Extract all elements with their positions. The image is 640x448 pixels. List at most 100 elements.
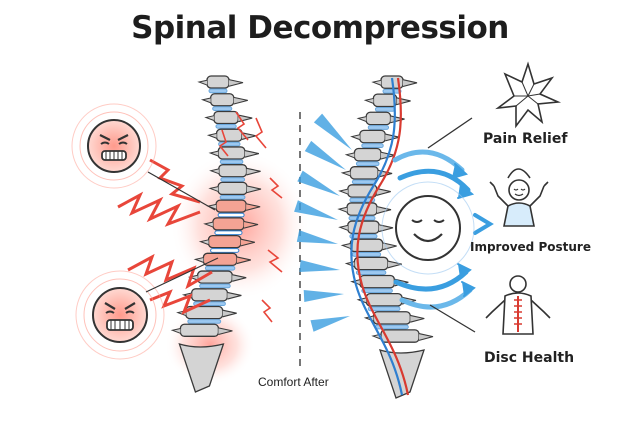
disc — [382, 88, 402, 94]
painful-spine — [165, 75, 310, 393]
vertebra — [206, 75, 230, 89]
connector-line — [427, 117, 476, 333]
vertebra-process — [376, 206, 392, 214]
label-comfort-after: Comfort After — [258, 375, 329, 389]
connector-line — [145, 171, 219, 293]
disc — [361, 143, 384, 149]
angry-face-icon — [75, 270, 165, 360]
vertebra-process — [209, 168, 220, 175]
vertebra-process — [236, 256, 251, 265]
vertebra — [365, 111, 392, 126]
vertebra-process — [363, 97, 374, 104]
vertebra-process — [193, 257, 204, 263]
vertebra — [359, 129, 386, 144]
disc — [212, 106, 233, 111]
disc — [355, 270, 387, 275]
vertebra-process — [344, 152, 355, 159]
vertebra-process — [203, 221, 214, 228]
disc — [220, 177, 246, 182]
vertebra-process — [246, 167, 261, 176]
posture-figure-icon — [489, 168, 549, 227]
lightning-bolt-icon — [117, 158, 213, 315]
vertebra-process — [356, 116, 367, 122]
vertebra-process — [371, 79, 382, 86]
relief-ray — [313, 113, 352, 150]
disc — [210, 248, 240, 253]
disc — [361, 288, 393, 294]
vertebra — [365, 292, 403, 307]
vertebra — [212, 217, 245, 231]
disc — [349, 197, 376, 203]
smiling-face-icon — [381, 181, 475, 275]
vertebra — [349, 166, 379, 180]
disc — [219, 194, 246, 200]
disc — [219, 159, 244, 165]
vertebra-process — [204, 115, 215, 121]
vertebra — [215, 128, 243, 142]
healthy-spine — [337, 75, 434, 399]
disc-body-icon — [485, 275, 551, 335]
vertebra — [179, 323, 220, 337]
label-pain-relief: Pain Relief — [483, 131, 568, 147]
disc — [349, 233, 378, 239]
disc — [367, 125, 390, 130]
vertebra-process — [390, 115, 405, 124]
vertebra-process — [396, 97, 411, 106]
vertebra-process — [233, 96, 248, 105]
vertebra-process — [350, 134, 360, 141]
vertebra-process — [198, 239, 209, 246]
vertebra-process — [228, 79, 244, 87]
vertebra — [207, 234, 242, 249]
disc — [351, 179, 377, 185]
relief-ray — [294, 200, 338, 220]
vertebra-process — [218, 327, 233, 336]
vertebra — [347, 220, 380, 235]
vertebra-process — [200, 97, 211, 104]
vertebra — [213, 110, 239, 125]
vertebra — [359, 274, 396, 289]
relief-ray — [297, 170, 340, 196]
vertebra — [209, 93, 235, 107]
vertebra-process — [170, 327, 181, 334]
vertebra-process — [402, 79, 418, 88]
vertebra — [349, 238, 384, 253]
vertebra-process — [340, 243, 351, 249]
page-title: Spinal Decompression — [131, 10, 509, 46]
vertebra-process — [246, 185, 262, 194]
vertebra-process — [376, 187, 391, 196]
vertebra-process — [232, 274, 247, 282]
vertebra-process — [208, 186, 219, 192]
spark-icon — [218, 111, 283, 323]
disc — [214, 230, 243, 236]
left-vertebrae — [170, 75, 262, 393]
vertebra-process — [245, 203, 261, 211]
disc — [215, 124, 237, 129]
vertebra-process — [244, 150, 259, 158]
vertebra-process — [222, 309, 237, 318]
spinal-cord-red — [356, 77, 410, 396]
disc — [374, 106, 396, 112]
vertebra-process — [340, 170, 351, 177]
vertebra-process — [337, 206, 348, 213]
vertebra-process — [227, 291, 242, 300]
vertebra-process — [418, 333, 434, 341]
disc — [208, 88, 228, 94]
relief-ray — [299, 260, 340, 272]
disc — [355, 161, 380, 167]
vertebra-process — [206, 132, 217, 139]
vertebra — [202, 252, 238, 267]
disc — [367, 306, 401, 312]
vertebra-process — [243, 220, 259, 229]
disc — [187, 319, 222, 324]
relief-rays — [294, 113, 352, 332]
vertebra — [217, 181, 248, 196]
pain-burst-icon — [495, 61, 562, 129]
vertebra-process — [410, 314, 425, 323]
angry-face-icon — [71, 103, 157, 189]
relief-ray — [310, 316, 350, 332]
label-improved-posture: Improved Posture — [470, 240, 591, 254]
vertebra-process — [378, 224, 394, 233]
vertebra-process — [344, 261, 355, 268]
relief-ray — [304, 140, 346, 170]
disc — [199, 283, 231, 289]
